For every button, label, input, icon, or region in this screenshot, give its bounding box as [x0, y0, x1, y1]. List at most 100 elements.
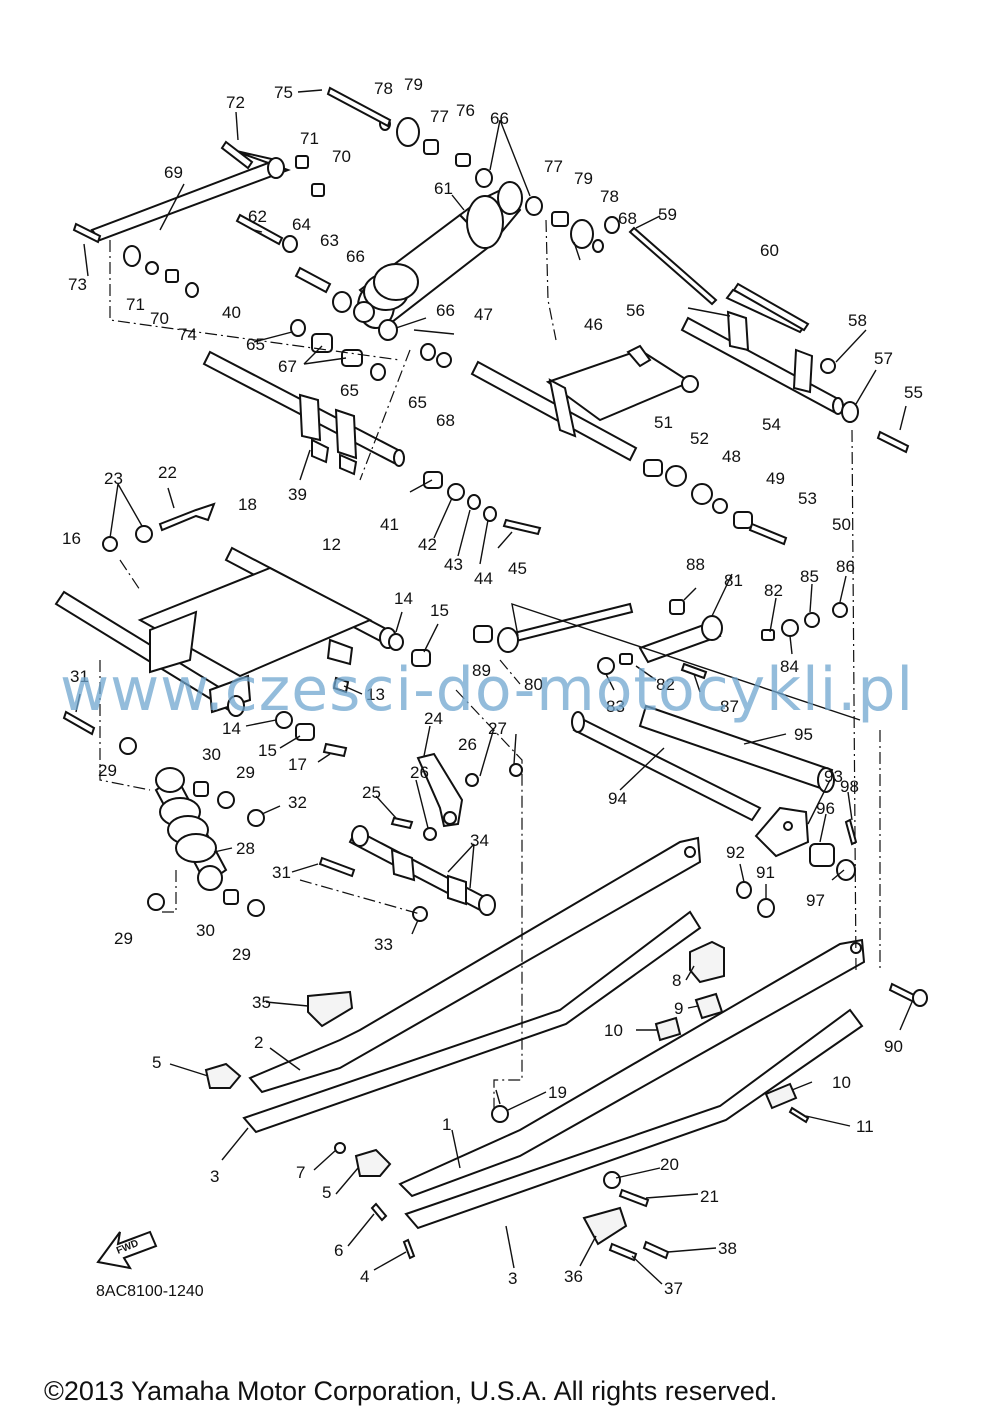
callout-88: 88: [686, 555, 705, 574]
callout-83: 83: [606, 697, 625, 716]
callout-48: 48: [722, 447, 741, 466]
callout-6: 6: [334, 1241, 343, 1260]
callout-57: 57: [874, 349, 893, 368]
callout-69: 69: [164, 163, 183, 182]
callout-4: 4: [360, 1267, 369, 1286]
callout-66: 66: [436, 301, 455, 320]
pivot-arm: [348, 825, 496, 916]
callout-50: 50: [832, 515, 851, 534]
callout-43: 43: [444, 555, 463, 574]
callout-26: 26: [458, 735, 477, 754]
fwd-arrow: FWD: [96, 1230, 158, 1270]
callout-51: 51: [654, 413, 673, 432]
callout-92: 92: [726, 843, 745, 862]
callout-44: 44: [474, 569, 493, 588]
callout-24: 24: [424, 709, 443, 728]
callout-63: 63: [320, 231, 339, 250]
callout-65: 65: [246, 335, 265, 354]
callout-78: 78: [600, 187, 619, 206]
callout-62: 62: [248, 207, 267, 226]
reference-lines: [99, 219, 881, 1110]
callout-37: 37: [664, 1279, 683, 1298]
callout-74: 74: [178, 325, 197, 344]
callout-26: 26: [410, 763, 429, 782]
callout-85: 85: [800, 567, 819, 586]
callout-70: 70: [150, 309, 169, 328]
callout-72: 72: [226, 93, 245, 112]
callout-97: 97: [806, 891, 825, 910]
callout-90: 90: [884, 1037, 903, 1056]
callout-79: 79: [574, 169, 593, 188]
callout-56: 56: [626, 301, 645, 320]
callout-61: 61: [434, 179, 453, 198]
callout-71: 71: [126, 295, 145, 314]
callout-67: 67: [278, 357, 297, 376]
slide-rail-left: [242, 836, 702, 1134]
callout-31: 31: [272, 863, 291, 882]
callout-32: 32: [288, 793, 307, 812]
callout-94: 94: [608, 789, 627, 808]
copyright-notice: ©2013 Yamaha Motor Corporation, U.S.A. A…: [44, 1376, 778, 1406]
callout-5: 5: [322, 1183, 331, 1202]
callout-14: 14: [394, 589, 413, 608]
callout-77: 77: [430, 107, 449, 126]
callout-1: 1: [442, 1115, 451, 1134]
callout-23: 23: [104, 469, 123, 488]
slide-rail-right: [398, 938, 866, 1230]
callout-47: 47: [474, 305, 493, 324]
callout-71: 71: [300, 129, 319, 148]
callout-13: 13: [366, 685, 385, 704]
callout-77: 77: [544, 157, 563, 176]
callout-25: 25: [362, 783, 381, 802]
callout-10: 10: [832, 1073, 851, 1092]
rear-arm-shaft: [202, 350, 405, 476]
callout-9: 9: [674, 999, 683, 1018]
callout-89: 89: [472, 661, 491, 680]
callout-21: 21: [700, 1187, 719, 1206]
callout-17: 17: [288, 755, 307, 774]
callout-29: 29: [114, 929, 133, 948]
callout-65: 65: [340, 381, 359, 400]
front-frame: [54, 546, 397, 717]
callout-98: 98: [840, 777, 859, 796]
watermark-url: www.czesci-do-motocykli.pl: [60, 655, 915, 725]
callout-52: 52: [690, 429, 709, 448]
callout-29: 29: [98, 761, 117, 780]
callout-22: 22: [158, 463, 177, 482]
callout-34: 34: [470, 831, 489, 850]
callout-54: 54: [762, 415, 781, 434]
callout-12: 12: [322, 535, 341, 554]
callout-28: 28: [236, 839, 255, 858]
callout-29: 29: [236, 763, 255, 782]
callout-78: 78: [374, 79, 393, 98]
callout-79: 79: [404, 75, 423, 94]
callout-66: 66: [346, 247, 365, 266]
callout-93: 93: [824, 767, 843, 786]
callout-76: 76: [456, 101, 475, 120]
callout-75: 75: [274, 83, 293, 102]
callout-5: 5: [152, 1053, 161, 1072]
callout-33: 33: [374, 935, 393, 954]
side-plate: [754, 806, 810, 858]
callout-20: 20: [660, 1155, 679, 1174]
drawing-code: 8AC8100-1240: [96, 1283, 204, 1300]
callout-49: 49: [766, 469, 785, 488]
callout-19: 19: [548, 1083, 567, 1102]
callout-31: 31: [70, 667, 89, 686]
callout-16: 16: [62, 529, 81, 548]
callout-86: 86: [836, 557, 855, 576]
callout-8: 8: [672, 971, 681, 990]
callout-46: 46: [584, 315, 603, 334]
callout-65: 65: [408, 393, 427, 412]
leader-lines: [75, 89, 913, 1285]
callout-35: 35: [252, 993, 271, 1012]
callout-81: 81: [724, 571, 743, 590]
callout-labels: 1 2 3 3 4 5 5 6 7 8 9 10 10 11 12 13 14 …: [62, 75, 923, 1298]
callout-39: 39: [288, 485, 307, 504]
callout-53: 53: [798, 489, 817, 508]
callout-55: 55: [904, 383, 923, 402]
callout-29: 29: [232, 945, 251, 964]
callout-80: 80: [524, 675, 543, 694]
callout-84: 84: [780, 657, 799, 676]
